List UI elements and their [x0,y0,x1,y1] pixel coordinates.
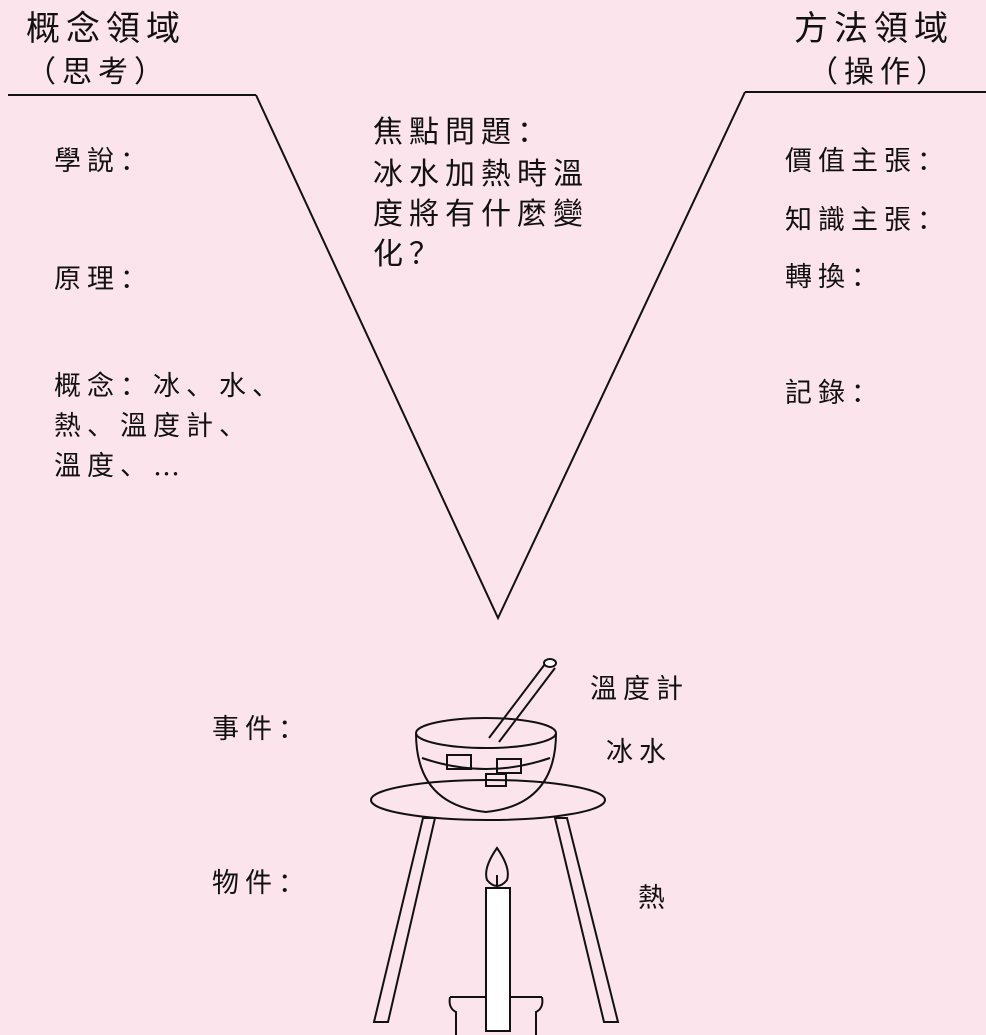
table-leg [553,817,620,1023]
focus-question-line-3: 化？ [373,237,445,272]
vee-shape [255,91,746,621]
concepts-line-3: 溫度、… [54,451,186,482]
concept-domain-subtitle: （思考） [26,55,170,90]
theory-label: 學說： [54,146,153,177]
concept-domain-title: 概念領域 [26,9,186,49]
value-claims-label: 價值主張： [785,146,950,177]
concepts-line-1: 概念：冰、水、 [54,371,285,402]
thermometer-label: 溫度計 [590,674,689,705]
table-leg [372,817,437,1023]
candle-body [485,887,511,1032]
ice-water-label: 冰水 [606,737,672,768]
principle-label: 原理： [54,264,153,295]
candle-holder [448,996,544,1035]
thermometer-stem-a [488,663,546,739]
water-line [421,757,551,770]
table-top [370,779,606,821]
thermometer-stem-b [498,667,556,743]
bowl-body [415,732,557,814]
focus-question-label: 焦點問題： [373,115,553,150]
concepts-line-2: 熱、溫度計、 [54,411,252,442]
ice-cube [446,754,472,770]
events-label: 事件： [212,714,311,745]
method-domain-subtitle: （操作） [808,55,952,90]
ice-cube [496,758,522,774]
method-domain-title: 方法領域 [794,9,954,49]
transformations-label: 轉換： [785,262,884,293]
heat-label: 熱 [638,883,671,914]
bowl-rim [415,717,557,749]
records-label: 記錄： [785,378,884,409]
thermometer-bulb [543,658,557,668]
objects-label: 物件： [212,868,311,899]
focus-question-line-2: 度將有什麼變 [373,197,589,232]
focus-question-line-1: 冰水加熱時溫 [373,157,589,192]
knowledge-claims-label: 知識主張： [785,205,950,236]
